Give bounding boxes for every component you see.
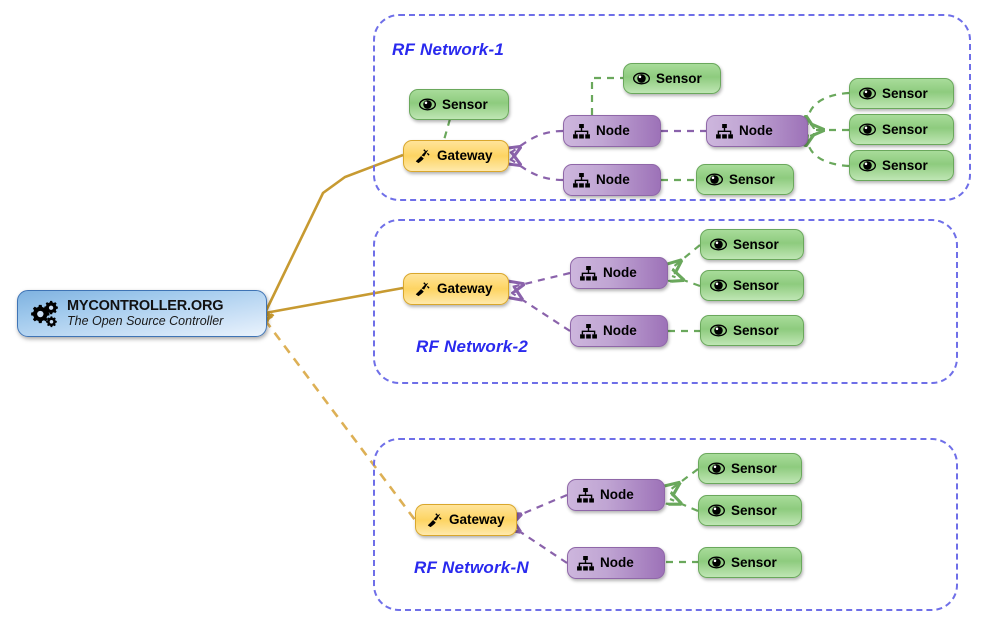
controller-subtitle: The Open Source Controller bbox=[67, 313, 224, 328]
hierarchy-icon bbox=[577, 487, 594, 503]
gateway-label: Gateway bbox=[449, 512, 505, 528]
network-label-1: RF Network-1 bbox=[392, 40, 504, 59]
sensor-label: Sensor bbox=[731, 502, 777, 518]
sensor-label: Sensor bbox=[656, 70, 702, 86]
gateway-label: Gateway bbox=[437, 148, 493, 164]
eye-icon bbox=[859, 123, 876, 136]
eye-icon bbox=[710, 279, 727, 292]
network-label-2: RF Network-2 bbox=[416, 337, 528, 356]
network-label-n: RF Network-N bbox=[414, 558, 529, 577]
eye-icon bbox=[419, 98, 436, 111]
mycontroller-box[interactable]: MYCONTROLLER.ORG The Open Source Control… bbox=[17, 290, 267, 337]
mesh-node[interactable]: Node bbox=[567, 479, 665, 511]
plug-icon bbox=[413, 148, 431, 164]
gateway-label: Gateway bbox=[437, 281, 493, 297]
sensor-label: Sensor bbox=[733, 277, 779, 293]
sensor-node[interactable]: Sensor bbox=[700, 315, 804, 346]
hierarchy-icon bbox=[577, 555, 594, 571]
node-label: Node bbox=[600, 555, 634, 571]
sensor-node[interactable]: Sensor bbox=[623, 63, 721, 94]
gateway-node[interactable]: Gateway bbox=[415, 504, 517, 536]
sensor-label: Sensor bbox=[882, 121, 928, 137]
sensor-label: Sensor bbox=[442, 96, 488, 112]
sensor-node[interactable]: Sensor bbox=[409, 89, 509, 120]
eye-icon bbox=[710, 238, 727, 251]
gears-icon bbox=[28, 299, 62, 329]
node-label: Node bbox=[739, 123, 773, 139]
mesh-node[interactable]: Node bbox=[570, 315, 668, 347]
sensor-label: Sensor bbox=[733, 322, 779, 338]
gateway-node[interactable]: Gateway bbox=[403, 273, 509, 305]
node-label: Node bbox=[603, 323, 637, 339]
gateway-node[interactable]: Gateway bbox=[403, 140, 509, 172]
sensor-label: Sensor bbox=[882, 157, 928, 173]
mesh-node[interactable]: Node bbox=[563, 164, 661, 196]
hierarchy-icon bbox=[573, 123, 590, 139]
eye-icon bbox=[633, 72, 650, 85]
hierarchy-icon bbox=[573, 172, 590, 188]
mesh-node[interactable]: Node bbox=[567, 547, 665, 579]
node-label: Node bbox=[600, 487, 634, 503]
eye-icon bbox=[708, 504, 725, 517]
sensor-label: Sensor bbox=[882, 85, 928, 101]
network-container-2 bbox=[373, 219, 958, 384]
network-container-n bbox=[373, 438, 958, 611]
hierarchy-icon bbox=[716, 123, 733, 139]
plug-icon bbox=[425, 512, 443, 528]
sensor-node[interactable]: Sensor bbox=[698, 547, 802, 578]
eye-icon bbox=[706, 173, 723, 186]
sensor-node[interactable]: Sensor bbox=[698, 453, 802, 484]
sensor-node[interactable]: Sensor bbox=[849, 114, 954, 145]
eye-icon bbox=[708, 556, 725, 569]
node-label: Node bbox=[596, 172, 630, 188]
plug-icon bbox=[413, 281, 431, 297]
node-label: Node bbox=[596, 123, 630, 139]
eye-icon bbox=[710, 324, 727, 337]
network-container-1 bbox=[373, 14, 971, 201]
hierarchy-icon bbox=[580, 265, 597, 281]
sensor-node[interactable]: Sensor bbox=[849, 78, 954, 109]
sensor-node[interactable]: Sensor bbox=[700, 229, 804, 260]
mesh-node[interactable]: Node bbox=[706, 115, 808, 147]
sensor-label: Sensor bbox=[731, 554, 777, 570]
sensor-node[interactable]: Sensor bbox=[698, 495, 802, 526]
mesh-node[interactable]: Node bbox=[563, 115, 661, 147]
eye-icon bbox=[708, 462, 725, 475]
sensor-label: Sensor bbox=[731, 460, 777, 476]
eye-icon bbox=[859, 159, 876, 172]
sensor-node[interactable]: Sensor bbox=[700, 270, 804, 301]
controller-title: MYCONTROLLER.ORG bbox=[67, 297, 224, 314]
sensor-label: Sensor bbox=[729, 171, 775, 187]
sensor-node[interactable]: Sensor bbox=[696, 164, 794, 195]
sensor-node[interactable]: Sensor bbox=[849, 150, 954, 181]
mesh-node[interactable]: Node bbox=[570, 257, 668, 289]
sensor-label: Sensor bbox=[733, 236, 779, 252]
eye-icon bbox=[859, 87, 876, 100]
node-label: Node bbox=[603, 265, 637, 281]
hierarchy-icon bbox=[580, 323, 597, 339]
